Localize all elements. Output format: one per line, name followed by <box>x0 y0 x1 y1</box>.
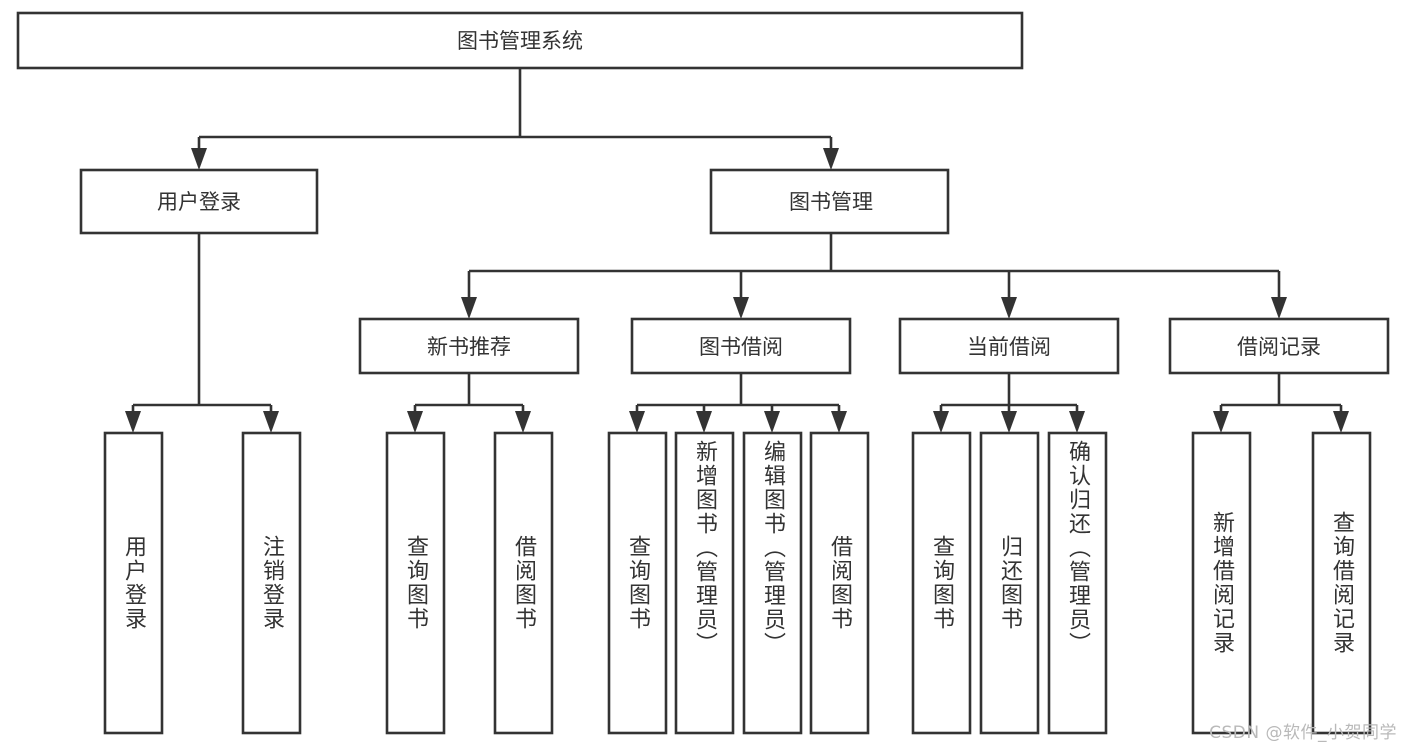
arrow-icon <box>263 411 279 433</box>
leaf-boxes <box>103 431 1372 735</box>
arrow-icon <box>823 148 839 170</box>
arrow-icon <box>515 411 531 433</box>
leaf-box-user-logout <box>241 431 302 735</box>
arrow-icon <box>764 411 780 433</box>
arrow-icon <box>191 148 207 170</box>
node-current-borrow-label: 当前借阅 <box>967 335 1051 359</box>
leaf-box-add-record <box>1191 431 1252 735</box>
arrow-icon <box>1333 411 1349 433</box>
arrow-icon <box>1271 297 1287 319</box>
leaf-box-query-book-2 <box>607 431 668 735</box>
node-user-login-label: 用户登录 <box>157 190 241 214</box>
leaf-box-user-login <box>103 431 164 735</box>
connector-book-borrow-to-leaves <box>629 373 847 433</box>
node-book-borrow[interactable]: 图书借阅 <box>630 317 852 375</box>
connector-root-to-level1 <box>191 68 839 170</box>
arrow-icon <box>831 411 847 433</box>
node-current-borrow[interactable]: 当前借阅 <box>898 317 1120 375</box>
arrow-icon <box>1001 297 1017 319</box>
node-book-manage-label: 图书管理 <box>789 190 873 214</box>
connector-current-borrow-to-leaves <box>933 373 1085 433</box>
leaf-box-borrow-book-2 <box>809 431 870 735</box>
connector-new-book-to-leaves <box>407 373 531 433</box>
connector-user-login-to-leaves <box>125 233 279 433</box>
arrow-icon <box>629 411 645 433</box>
leaf-box-query-book-1 <box>385 431 446 735</box>
leaf-box-borrow-book-1 <box>493 431 554 735</box>
node-borrow-record[interactable]: 借阅记录 <box>1168 317 1390 375</box>
watermark-text: CSDN @软件_小贺同学 <box>1209 723 1397 743</box>
arrow-icon <box>696 411 712 433</box>
arrow-icon <box>1213 411 1229 433</box>
node-new-book-recommend-label: 新书推荐 <box>427 335 511 359</box>
node-user-login[interactable]: 用户登录 <box>79 168 319 235</box>
leaf-box-query-record <box>1311 431 1372 735</box>
arrow-icon <box>125 411 141 433</box>
arrow-icon <box>1069 411 1085 433</box>
leaf-box-edit-book <box>742 431 803 735</box>
arrow-icon <box>733 297 749 319</box>
node-root[interactable]: 图书管理系统 <box>16 11 1024 70</box>
connector-borrow-record-to-leaves <box>1213 373 1349 433</box>
node-new-book-recommend[interactable]: 新书推荐 <box>358 317 580 375</box>
node-book-manage[interactable]: 图书管理 <box>709 168 950 235</box>
arrow-icon <box>461 297 477 319</box>
leaf-box-confirm-return <box>1047 431 1108 735</box>
leaf-box-return-book <box>979 431 1040 735</box>
arrow-icon <box>407 411 423 433</box>
node-root-label: 图书管理系统 <box>457 29 583 53</box>
arrow-icon <box>1001 411 1017 433</box>
arrow-icon <box>933 411 949 433</box>
node-borrow-record-label: 借阅记录 <box>1237 335 1321 359</box>
connector-book-manage-to-level2 <box>461 233 1287 319</box>
leaf-box-query-book-3 <box>911 431 972 735</box>
leaf-box-add-book <box>674 431 735 735</box>
node-book-borrow-label: 图书借阅 <box>699 335 783 359</box>
